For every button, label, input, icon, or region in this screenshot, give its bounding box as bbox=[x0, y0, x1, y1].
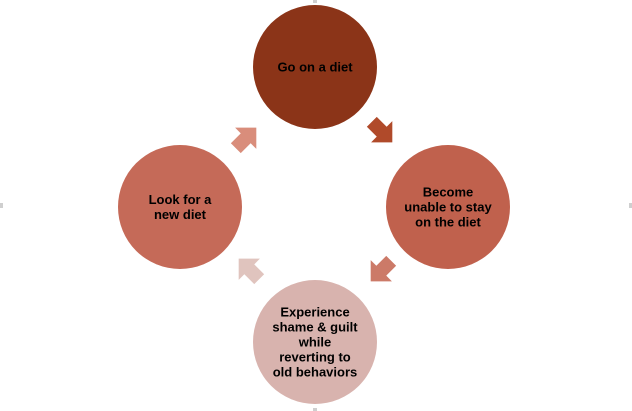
node-experience-shame-label-line: while bbox=[298, 335, 332, 350]
arrow-diet-to-unable bbox=[366, 116, 393, 143]
node-experience-shame-label-line: Experience bbox=[280, 305, 349, 320]
node-become-unable-label-line: on the diet bbox=[415, 215, 481, 230]
node-become-unable-label-line: Become bbox=[423, 185, 474, 200]
handle-right bbox=[629, 203, 632, 208]
node-go-on-a-diet-circle bbox=[253, 5, 377, 129]
arrow-shame-to-look bbox=[238, 258, 265, 285]
arrow-unable-to-shame bbox=[370, 255, 397, 282]
handle-top bbox=[313, 0, 317, 3]
node-look-for-new-diet-label-line: new diet bbox=[154, 207, 207, 222]
node-look-for-new-diet-label-line: Look for a bbox=[149, 192, 213, 207]
node-experience-shame-label-line: shame & guilt bbox=[272, 320, 358, 335]
node-experience-shame-circle bbox=[253, 280, 377, 404]
node-experience-shame-label-line: old behaviors bbox=[273, 365, 358, 380]
arrow-look-to-diet bbox=[230, 127, 257, 154]
node-go-on-a-diet: Go on a diet bbox=[253, 5, 377, 129]
node-go-on-a-diet-label: Go on a diet bbox=[277, 60, 353, 75]
cycle-arrows bbox=[230, 116, 397, 285]
node-go-on-a-diet-label-line: Go on a diet bbox=[277, 60, 353, 75]
handle-left bbox=[0, 203, 3, 208]
node-look-for-new-diet-circle bbox=[118, 145, 242, 269]
node-become-unable-label-line: unable to stay bbox=[404, 200, 492, 215]
node-become-unable-circle bbox=[386, 145, 510, 269]
node-experience-shame-label-line: reverting to bbox=[279, 350, 351, 365]
handle-bottom bbox=[313, 408, 317, 411]
